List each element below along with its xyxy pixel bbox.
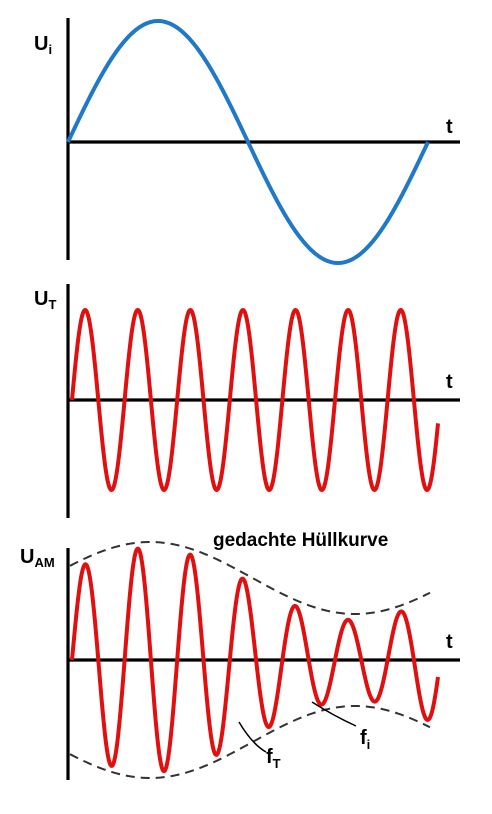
- info-x-label: t: [446, 116, 453, 138]
- carrier-frequency-leader: [238, 721, 267, 753]
- info-frequency-leader: [311, 701, 357, 727]
- carrier-frequency-label: fT: [266, 746, 281, 771]
- envelope-lower-dashed: [69, 705, 431, 780]
- info-y-label: Ui: [34, 33, 52, 57]
- carrier-signal-curve: [70, 308, 440, 492]
- carrier-y-label: UT: [34, 288, 56, 312]
- am-signal-curve: [70, 546, 440, 774]
- am-x-label: t: [446, 631, 453, 653]
- envelope-label: gedachte Hüllkurve: [213, 530, 388, 551]
- am-signal-panel: UAM t gedachte Hüllkurve fT fi: [20, 530, 460, 780]
- info-signal-panel: Ui t: [34, 18, 460, 265]
- envelope-upper-dashed: [69, 540, 431, 615]
- carrier-x-label: t: [446, 371, 453, 393]
- carrier-signal-panel: UT t: [34, 284, 460, 518]
- info-signal-curve: [66, 19, 430, 265]
- am-y-label: UAM: [20, 546, 55, 570]
- info-frequency-label: fi: [360, 727, 370, 752]
